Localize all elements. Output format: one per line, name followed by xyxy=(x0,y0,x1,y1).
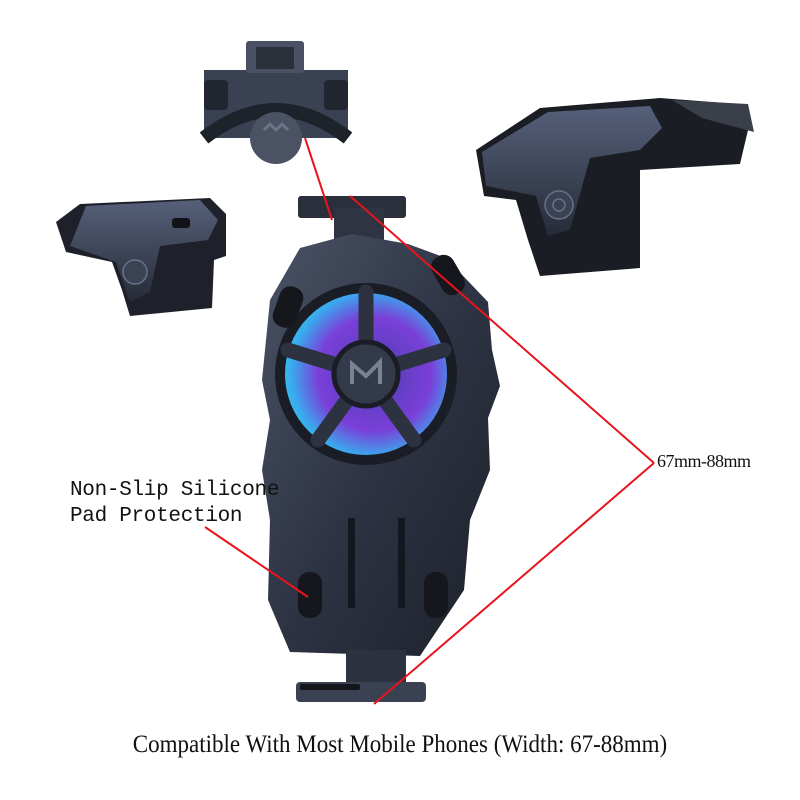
left-trigger-view xyxy=(56,198,226,316)
right-trigger-view xyxy=(476,98,754,276)
annotation-lines xyxy=(204,137,655,705)
width-bottom-line xyxy=(373,462,655,705)
compatibility-caption: Compatible With Most Mobile Phones (Widt… xyxy=(132,731,668,758)
inset-pointer-line xyxy=(304,137,333,221)
top-detail-inset xyxy=(199,41,353,164)
width-range-label: 67mm-88mm xyxy=(657,451,751,471)
pad-label-line1: Non-Slip Silicone xyxy=(70,479,280,502)
main-cooler-view xyxy=(262,196,500,702)
pad-protection-label: Non-Slip Silicone Pad Protection xyxy=(70,478,279,530)
pad-pointer-line xyxy=(204,526,309,598)
pad-label-line2: Pad Protection xyxy=(70,505,243,528)
width-top-line xyxy=(349,195,655,464)
